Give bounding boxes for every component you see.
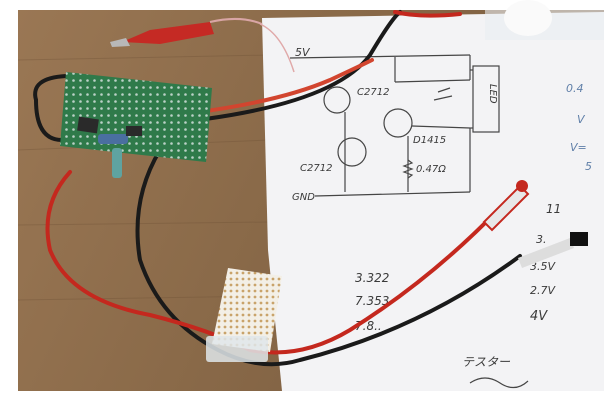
side-reading-3: 2.7V [530,284,556,297]
right-mark-2: V [577,113,586,126]
reading-2: 7.353 [355,294,389,308]
right-mark-4: 5 [585,160,592,173]
tester-note: テスター [462,355,511,369]
side-reading-4: 4V [530,309,548,324]
note-ground: GND [292,192,315,203]
reading-1: 3.322 [355,271,389,285]
note-supply: 5V [295,46,311,59]
note-resistor: 0.47Ω [416,164,446,175]
tester-squiggle [469,377,529,389]
side-reading-1: 3. [536,233,547,246]
note-load: LED [487,84,498,104]
note-transistor-top: C2712 [357,87,389,98]
right-mark-3: V= [570,141,587,154]
main-perfboard [60,72,212,178]
test-probes [482,180,588,268]
schematic-drawing [289,54,500,197]
note-transistor-right: D1415 [413,135,446,146]
right-mark-1: 0.4 [566,82,584,95]
small-perfboard [206,268,282,362]
alligator-clip [110,18,295,73]
note-transistor-bottom: C2712 [300,163,332,174]
mark-11: 11 [546,202,561,216]
side-reading-2: 3.5V [530,260,556,273]
white-object [504,0,552,36]
